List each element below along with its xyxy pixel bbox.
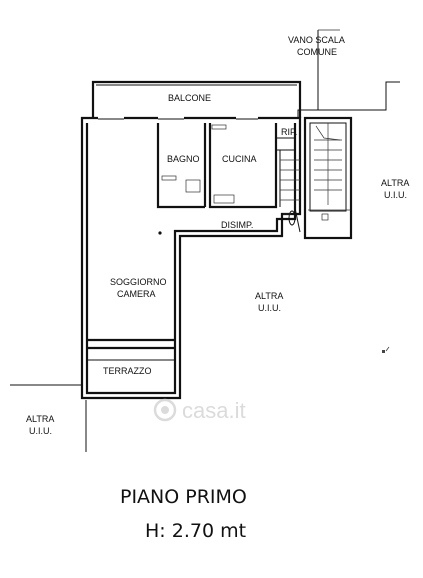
balcony-doors: [98, 115, 258, 123]
ceiling-height: H: 2.70 mt: [145, 520, 246, 542]
label-uiu-center: U.I.U.: [258, 303, 281, 313]
label-uiu-right: U.I.U.: [384, 190, 407, 200]
boundary-lines: [10, 384, 87, 452]
label-rip: RIP.: [281, 127, 297, 137]
label-vano-scala: VANO SCALA: [288, 35, 345, 45]
label-altra-left: ALTRA: [26, 414, 54, 424]
apartment-perimeter: [80, 116, 302, 400]
entrance-door: [283, 207, 301, 233]
label-camera: CAMERA: [117, 289, 156, 299]
label-disimp: DISIMP.: [221, 220, 253, 230]
label-altra-center: ALTRA: [255, 291, 283, 301]
terrace-walls: [87, 338, 175, 361]
label-bagno: BAGNO: [167, 154, 200, 164]
minor-marks: [158, 231, 390, 353]
internal-stair: [279, 150, 300, 207]
common-staircase: [303, 116, 353, 240]
label-comune: COMUNE: [297, 47, 337, 57]
label-terrazzo: TERRAZZO: [103, 366, 152, 376]
floor-title: PIANO PRIMO: [120, 486, 247, 508]
casa-watermark: casa.it: [153, 398, 246, 423]
label-uiu-left: U.I.U.: [29, 426, 52, 436]
label-cucina: CUCINA: [222, 154, 257, 164]
kitchen-walls: [208, 123, 278, 209]
label-soggiorno: SOGGIORNO: [110, 277, 167, 287]
label-balcone: BALCONE: [168, 93, 211, 103]
label-altra-right: ALTRA: [381, 178, 409, 188]
bathroom-walls: [156, 123, 207, 209]
balcony-outline: [91, 80, 302, 118]
closet-walls: [276, 137, 295, 151]
watermark-brand: casa.it: [182, 398, 246, 423]
stair-connection-wall: [297, 29, 400, 118]
